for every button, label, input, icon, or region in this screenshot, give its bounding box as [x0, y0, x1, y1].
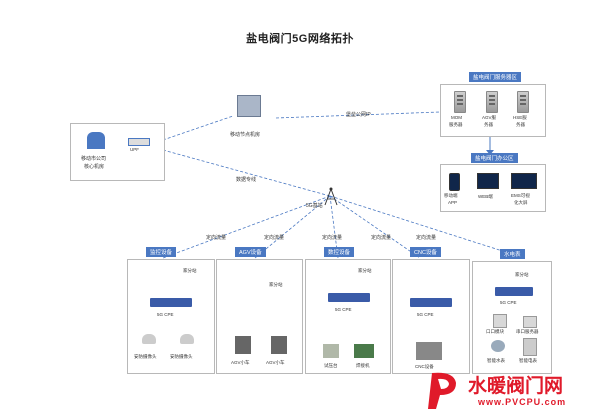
watermark-url: www.PVCPU.com: [478, 397, 567, 407]
device-label: 安防摄像头: [134, 354, 157, 359]
router-icon: [237, 95, 261, 117]
group-title-agv: AGV设备: [235, 247, 266, 257]
ap-label: 家分站: [358, 268, 372, 273]
watermark: 水暖阀门网 www.PVCPU.com: [424, 369, 594, 413]
server-icon: [486, 91, 498, 113]
upf-device-icon: [128, 138, 150, 146]
cpe-device-icon: [495, 287, 533, 296]
data-line-label: 数据专线: [236, 177, 257, 183]
group-box-monitor: 家分站 5G CPE 安防摄像头 安防摄像头: [127, 259, 215, 374]
cpe-device-icon: [150, 298, 192, 307]
office-zone-box: 移动端 APP WEB端 EMS可视 化大屏: [440, 164, 546, 212]
camera-icon: [180, 334, 194, 344]
office-term-label: 化大屏: [514, 200, 528, 205]
device-label: 智能水表: [487, 358, 505, 363]
core-room-box: UPF 移动市公司 核心机房: [70, 123, 165, 181]
device-label: AGV小车: [266, 360, 285, 365]
module-icon: [493, 314, 507, 328]
server-zone-title: 盐电阀门服务器区: [469, 72, 522, 82]
cpe-device-icon: [328, 293, 370, 302]
group-title-cnc: CNC设备: [410, 247, 441, 257]
core-room-line1: 移动市公司: [81, 156, 107, 162]
device-label: 安防摄像头: [170, 354, 193, 359]
water-meter-icon: [491, 340, 505, 352]
group-title-meter: 水电表: [500, 249, 525, 259]
camera-icon: [142, 334, 156, 344]
device-label: 智能电表: [519, 358, 537, 363]
diagram-title: 盐电阀门5G网络拓扑: [246, 33, 354, 45]
logo-icon: [424, 369, 462, 411]
cpe-label: 5G CPE: [157, 312, 174, 317]
cpe-label: 5G CPE: [500, 300, 517, 305]
group-box-cnc: 5G CPE CNC设备: [392, 259, 470, 374]
base-station-label: 5G基站: [306, 203, 323, 209]
server-zone-box: MOM 服务器 AGV服 务器 HSE服 务器: [440, 84, 546, 137]
device-label: 试压台: [324, 363, 338, 368]
ap-label: 家分站: [183, 268, 197, 273]
flow-label: 定向流量: [416, 235, 437, 241]
core-room-line2: 核心机房: [84, 164, 105, 170]
server-label: HSE服: [513, 115, 527, 120]
server-label: AGV服: [482, 115, 497, 120]
device-label: AGV小车: [231, 360, 250, 365]
ems-screen-icon: [511, 173, 537, 189]
edge-room-label: 移动节点机房: [230, 132, 261, 138]
module-label: 串口服务器: [516, 329, 539, 334]
ap-label: 家分站: [269, 282, 283, 287]
ap-label: 家分站: [515, 272, 529, 277]
cpe-device-icon: [410, 298, 452, 307]
flow-label: 定向流量: [371, 235, 392, 241]
machine-icon: [354, 344, 374, 358]
device-label: CNC设备: [415, 364, 434, 369]
cnc-machine-icon: [416, 342, 442, 360]
phone-icon: [449, 173, 460, 191]
server-label: MOM: [451, 115, 462, 120]
cpe-label: 5G CPE: [417, 312, 434, 317]
server-label: 务器: [516, 122, 525, 127]
web-screen-icon: [477, 173, 499, 189]
office-term-label: APP: [448, 200, 458, 205]
electric-meter-icon: [523, 338, 537, 356]
serial-server-icon: [523, 316, 537, 328]
flow-label: 定向流量: [264, 235, 285, 241]
edge-room-box: [233, 93, 277, 135]
cpe-label: 5G CPE: [335, 307, 352, 312]
machine-icon: [323, 344, 339, 358]
server-label: 服务器: [449, 122, 463, 127]
watermark-brand: 水暖阀门网: [468, 375, 564, 397]
agv-vehicle-icon: [235, 336, 251, 354]
office-term-label: WEB端: [478, 194, 493, 199]
server-icon: [517, 91, 529, 113]
office-term-label: 移动端: [444, 193, 458, 198]
module-label: 口口模块: [486, 329, 504, 334]
group-title-nc: 数控设备: [324, 247, 355, 257]
group-title-monitor: 监控设备: [146, 247, 177, 257]
office-term-label: EMS可视: [511, 193, 530, 198]
flow-label: 定向流量: [322, 235, 343, 241]
server-label: 务器: [484, 122, 493, 127]
group-box-agv: 家分站 AGV小车 AGV小车: [216, 259, 303, 374]
office-zone-title: 盐电阀门办公区: [471, 153, 518, 163]
private-net-label: 堡垒公网IP: [346, 112, 371, 118]
base-station-icon: [324, 187, 338, 206]
upf-label: UPF: [130, 147, 139, 152]
flow-label: 定向流量: [206, 235, 227, 241]
agv-vehicle-icon: [271, 336, 287, 354]
group-box-meter: 家分站 5G CPE 口口模块 串口服务器 智能水表 智能电表: [472, 261, 552, 374]
server-icon: [454, 91, 466, 113]
group-box-nc: 家分站 5G CPE 试压台 焊接机: [305, 259, 391, 374]
device-label: 焊接机: [356, 363, 370, 368]
building-icon: [87, 132, 105, 149]
